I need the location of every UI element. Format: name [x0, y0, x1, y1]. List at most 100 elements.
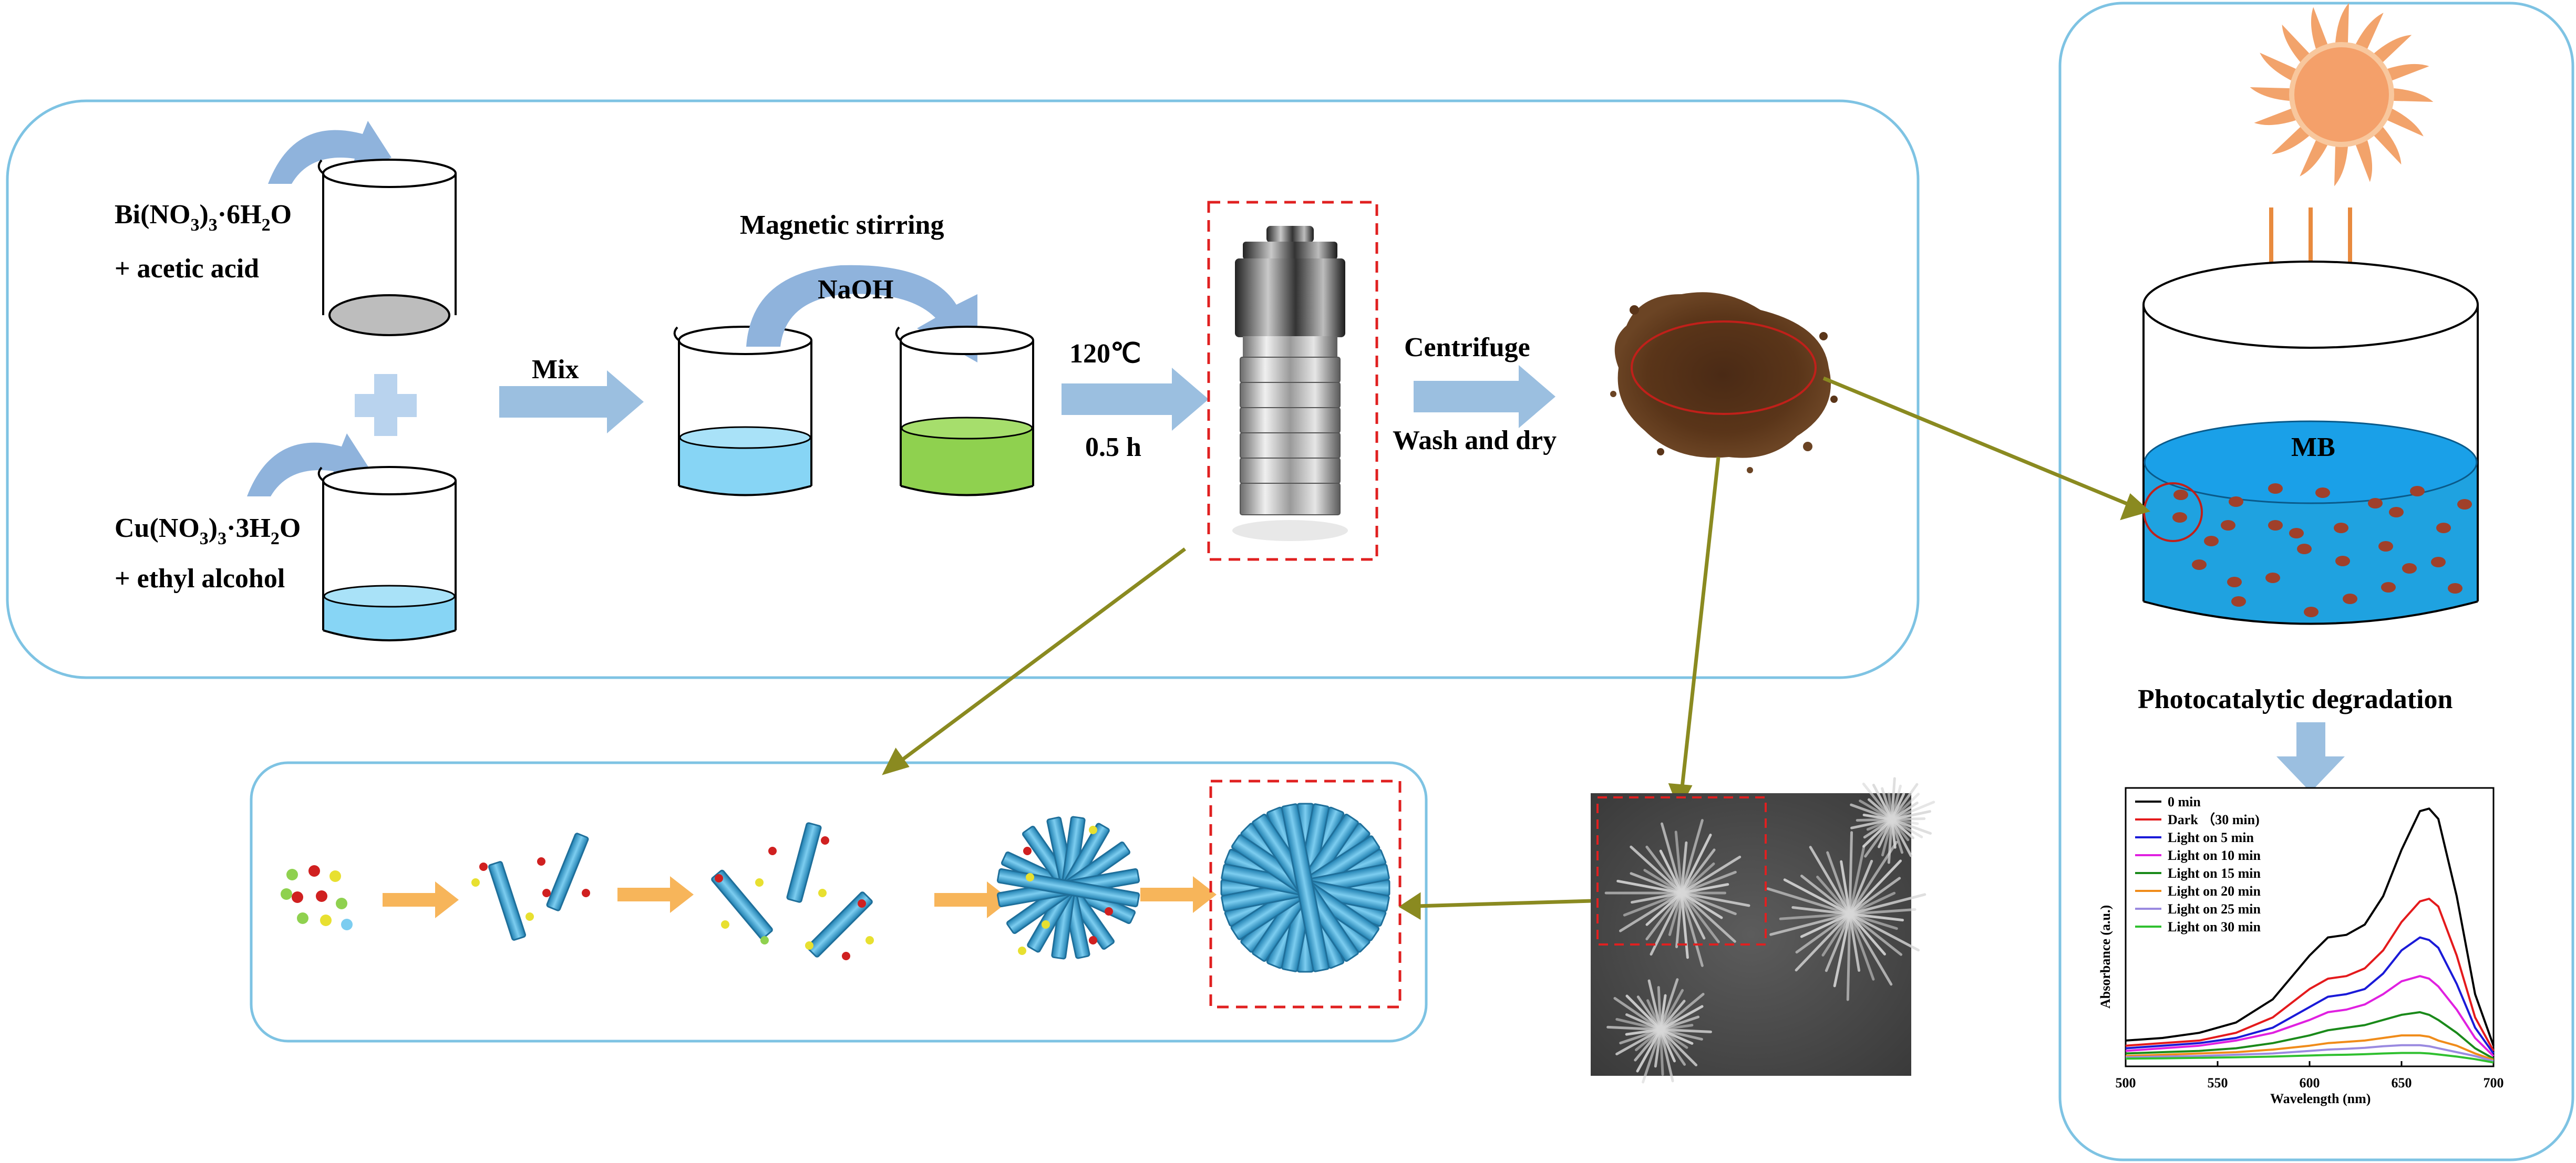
legend-label: Light on 15 min	[2168, 866, 2261, 881]
reagent1-formula: Bi(NO3)3·6H2O	[115, 200, 292, 235]
catalyst-particle	[2381, 582, 2396, 593]
chart-tick-label: 600	[2300, 1075, 2320, 1091]
nanorod	[786, 822, 822, 903]
ion-dot	[818, 889, 827, 897]
legend-label: Light on 10 min	[2168, 848, 2261, 863]
ion-dot	[582, 889, 590, 897]
ion-dot	[525, 912, 534, 921]
ion-dot	[768, 847, 777, 855]
sem-image	[1591, 777, 1935, 1084]
chart-series-line	[2125, 936, 2495, 1054]
catalyst-particle	[2229, 496, 2243, 507]
catalyst-particle	[2227, 577, 2242, 587]
chart-xlabel: Wavelength (nm)	[2270, 1091, 2371, 1106]
ion-dot	[755, 878, 764, 887]
growth-arrow	[1140, 876, 1217, 913]
catalyst-particle	[2265, 573, 2280, 583]
beaker-cu-nitrate	[247, 433, 457, 641]
legend-label: Dark （30 min)	[2168, 812, 2260, 827]
ions-dots	[281, 865, 353, 930]
catalyst-particle	[2268, 520, 2283, 531]
stirring-label: Magnetic stirring	[740, 210, 944, 240]
ion-dot	[542, 889, 551, 897]
catalyst-particle	[2268, 483, 2283, 494]
catalyst-particle	[2431, 557, 2446, 567]
ion-dot	[821, 836, 829, 845]
chart-tick-label: 700	[2484, 1075, 2504, 1091]
mix-arrow	[499, 370, 644, 433]
catalyst-particle	[2231, 596, 2246, 607]
chart-series-line	[2125, 1052, 2494, 1064]
ion-dot	[537, 857, 545, 866]
catalyst-particle	[2297, 544, 2312, 554]
chart-series-line	[2125, 807, 2495, 1046]
time-label: 0.5 h	[1085, 432, 1141, 462]
powder-image	[1610, 292, 1838, 473]
process-label: Photocatalytic degradation	[2138, 684, 2453, 714]
chart-tick-label: 500	[2116, 1075, 2136, 1091]
ion-dot	[316, 890, 327, 902]
temperature-label: 120℃	[1069, 339, 1141, 369]
ion-dot	[1089, 826, 1097, 834]
chart-ylabel: Absorbance (a.u.)	[2098, 905, 2113, 1009]
ion-dot	[1018, 947, 1026, 955]
legend-label: Light on 5 min	[2168, 830, 2254, 845]
catalyst-particle	[2402, 563, 2417, 574]
catalyst-particle	[2334, 523, 2348, 533]
catalyst-particle	[2457, 499, 2472, 510]
heating-arrow	[1062, 368, 1209, 431]
nanorod	[807, 891, 873, 958]
legend-label: Light on 30 min	[2168, 919, 2261, 934]
ion-dot	[336, 898, 347, 909]
nanorod	[711, 869, 773, 940]
plus-icon	[355, 374, 417, 436]
chart-series-line	[2125, 1011, 2494, 1060]
synthesis-panel	[6, 99, 1920, 679]
beaker-bi-nitrate	[268, 121, 457, 336]
ion-dot	[1026, 873, 1034, 881]
catalyst-particle	[2389, 507, 2404, 517]
ion-dot	[281, 888, 292, 900]
catalyst-particle	[2172, 512, 2187, 523]
reactor-beaker	[2142, 261, 2479, 625]
catalyst-particle	[2410, 486, 2425, 496]
ion-dot	[858, 899, 866, 908]
ion-dot	[286, 869, 298, 880]
legend-label: Light on 25 min	[2168, 901, 2261, 917]
ion-dot	[715, 874, 723, 882]
growth-arrow	[934, 881, 1011, 918]
catalyst-particle	[2221, 520, 2235, 531]
chart-series-line	[2125, 898, 2495, 1052]
nanorod	[488, 861, 526, 941]
nanorods-stage3	[996, 816, 1140, 960]
centrifuge-label: Centrifuge	[1404, 333, 1530, 362]
nanorods-stage1	[471, 833, 590, 941]
chart-series-line	[2125, 1034, 2494, 1061]
chart-series-line	[2125, 975, 2495, 1057]
catalyst-particle	[2315, 487, 2330, 498]
nanorod-bundle-final	[1220, 803, 1390, 973]
ion-dot	[721, 920, 729, 929]
ion-dot	[292, 891, 303, 903]
ion-dot	[1089, 936, 1097, 944]
ion-dot	[320, 915, 332, 926]
chart-series-line	[2125, 1044, 2494, 1063]
growth-arrows	[383, 876, 1217, 918]
catalyst-particle	[2204, 536, 2219, 546]
growth-panel	[250, 761, 1428, 1043]
growth-arrow	[383, 881, 459, 918]
final-bundle-highlight	[1209, 780, 1402, 1009]
reagent2-additive: + ethyl alcohol	[115, 564, 285, 594]
legend-label: 0 min	[2168, 794, 2201, 809]
catalyst-particle	[2368, 498, 2383, 508]
nanorods-stage2	[711, 822, 874, 960]
chart-tick-label: 550	[2208, 1075, 2228, 1091]
centrifuge-arrow	[1414, 365, 1555, 428]
autoclave-image	[1207, 201, 1378, 561]
catalyst-particle	[2289, 528, 2304, 538]
naoh-label: NaOH	[818, 275, 893, 305]
ion-dot	[1023, 847, 1032, 855]
ion-dot	[1042, 920, 1050, 929]
